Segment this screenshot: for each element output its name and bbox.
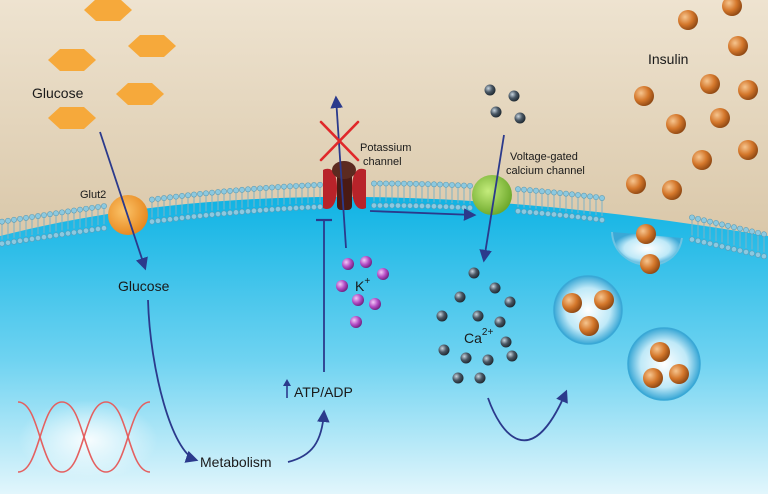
arrow-metabolism-to-atp — [287, 409, 330, 463]
voltage-gated-calcium-channel — [472, 175, 512, 215]
potassium-ion — [360, 256, 372, 268]
calcium-ion-label: Ca2+ — [464, 327, 493, 346]
calcium-ion — [482, 354, 494, 366]
glucose-molecule — [48, 107, 96, 129]
dna-helix-icon — [17, 400, 158, 480]
glucose-outside-label: Glucose — [32, 85, 84, 101]
insulin-granule — [579, 316, 599, 336]
glucose-molecule — [84, 0, 132, 21]
up-arrow-icon — [283, 379, 291, 398]
calcium-ions-intracellular — [436, 267, 518, 384]
calcium-ion — [474, 372, 486, 384]
potassium-ion — [342, 258, 354, 270]
insulin-granule — [666, 114, 686, 134]
glucose-molecules — [48, 0, 176, 129]
potassium-ion — [350, 316, 362, 328]
insulin-granule — [669, 364, 689, 384]
glucose-molecule — [48, 49, 96, 71]
calcium-ion-charge: 2+ — [482, 327, 494, 338]
calcium-ion — [454, 291, 466, 303]
cytoplasm — [0, 196, 768, 494]
glucose-molecule — [128, 35, 176, 57]
calcium-ion — [484, 84, 496, 96]
glut2-label: Glut2 — [80, 189, 106, 201]
insulin-label: Insulin — [648, 51, 688, 67]
calcium-ion — [468, 267, 480, 279]
potassium-ion — [369, 298, 381, 310]
calcium-ion — [438, 344, 450, 356]
pathway-arrows — [99, 95, 568, 463]
calcium-ion — [472, 310, 484, 322]
insulin-granule — [662, 180, 682, 200]
insulin-granule — [594, 290, 614, 310]
insulin-vesicle — [553, 275, 623, 345]
potassium-ion — [336, 280, 348, 292]
insulin-granule — [722, 0, 742, 16]
potassium-channel-label-line2: channel — [363, 156, 402, 168]
potassium-ion-symbol: K — [355, 278, 365, 294]
arrow-glucose-to-metabolism — [147, 299, 199, 463]
calcium-ion — [508, 90, 520, 102]
potassium-ion — [377, 268, 389, 280]
calcium-ion — [489, 282, 501, 294]
insulin-granule — [640, 254, 660, 274]
insulin-granule — [634, 86, 654, 106]
arrow-glucose-entry — [99, 131, 148, 271]
insulin-granule — [636, 224, 656, 244]
insulin-granule — [643, 368, 663, 388]
insulin-granule — [678, 10, 698, 30]
insulin-granule — [626, 174, 646, 194]
potassium-ions — [336, 256, 389, 328]
arrow-calcium-to-exocytosis — [487, 389, 568, 442]
arrow-depolarization — [369, 208, 477, 221]
calcium-ion — [500, 336, 512, 348]
insulin-granule — [562, 293, 582, 313]
insulin-granule — [700, 74, 720, 94]
potassium-channel-label-line1: Potassium — [360, 142, 411, 154]
calcium-ion — [436, 310, 448, 322]
potassium-channel — [323, 161, 366, 210]
calcium-ion-symbol: Ca — [464, 330, 482, 346]
calcium-ion — [452, 372, 464, 384]
calcium-channel-label-line2: calcium channel — [506, 165, 585, 177]
calcium-channel-label-line1: Voltage-gated — [510, 151, 578, 163]
calcium-ion — [514, 112, 526, 124]
insulin-granule — [738, 140, 758, 160]
calcium-ion — [460, 352, 472, 364]
insulin-granule — [710, 108, 730, 128]
insulin-granule — [692, 150, 712, 170]
insulin-granules-released — [626, 0, 758, 274]
insulin-vesicle — [627, 327, 701, 401]
cross-icon — [319, 120, 360, 162]
potassium-ion — [352, 294, 364, 306]
potassium-ion-label: K+ — [355, 276, 370, 294]
arrow-potassium-efflux — [330, 95, 347, 249]
insulin-granule — [728, 36, 748, 56]
atp-adp-label: ATP/ADP — [294, 384, 353, 400]
potassium-ion-charge: + — [364, 276, 370, 287]
calcium-ion — [504, 296, 516, 308]
insulin-granule — [738, 80, 758, 100]
calcium-ion — [506, 350, 518, 362]
calcium-ion — [490, 106, 502, 118]
cell-membrane — [0, 180, 767, 260]
calcium-ions-extracellular — [484, 84, 526, 124]
insulin-granule — [650, 342, 670, 362]
calcium-ion — [494, 316, 506, 328]
glucose-molecule — [116, 83, 164, 105]
glucose-inside-label: Glucose — [118, 278, 170, 294]
arrow-calcium-influx — [479, 134, 505, 263]
metabolism-label: Metabolism — [200, 454, 272, 470]
